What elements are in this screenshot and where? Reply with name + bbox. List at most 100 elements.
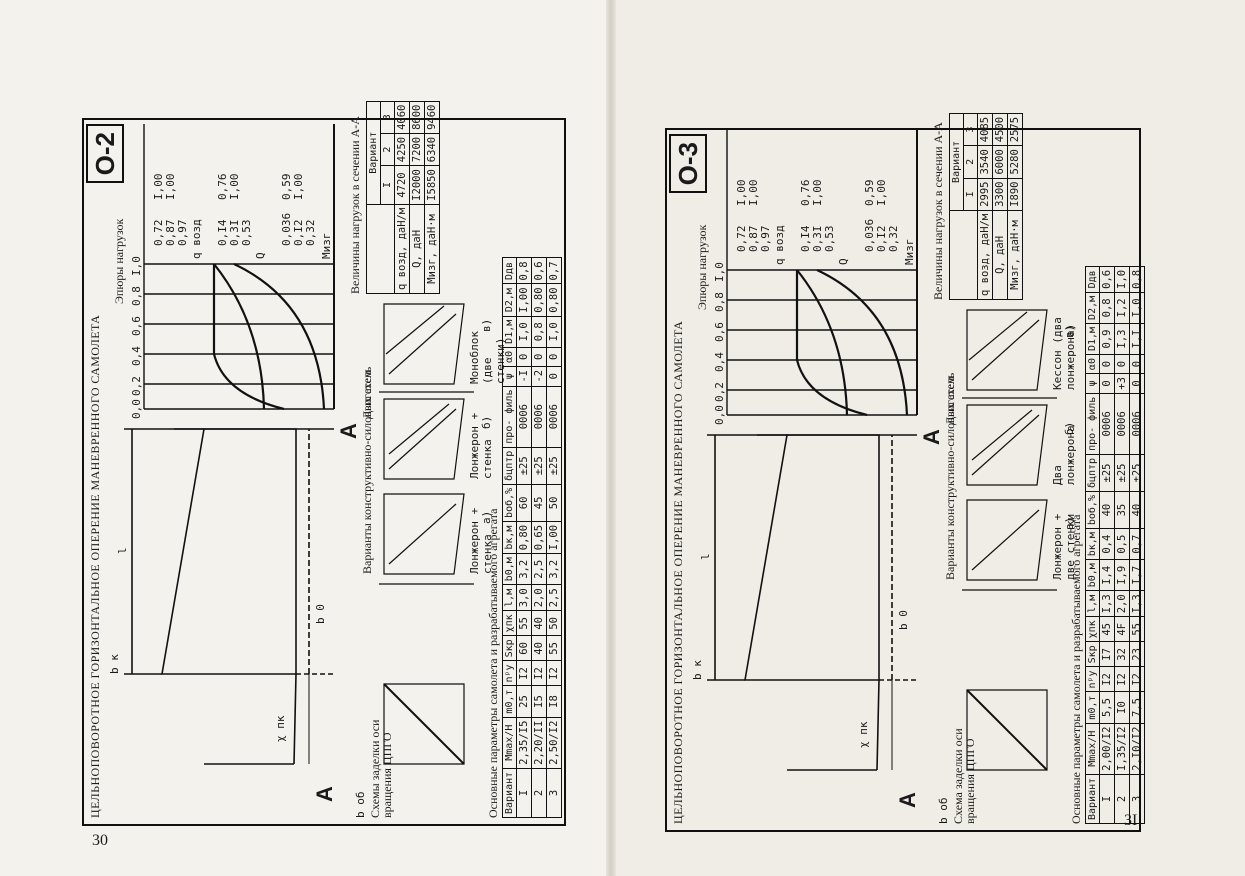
params-cell: -I xyxy=(516,366,532,387)
params-cell: I7 xyxy=(1099,641,1115,667)
label-b0: b 0 xyxy=(314,604,327,624)
load-table-title: Величины нагрузок в сечении А-А xyxy=(931,122,945,300)
params-cell: I,4 xyxy=(1099,559,1115,591)
load-row-name: Mизг, даН·м xyxy=(1007,210,1023,300)
params-cell: 50 xyxy=(546,484,562,522)
load-cell: 2995 xyxy=(977,178,993,211)
params-cell: -2 xyxy=(531,366,547,387)
label-Mizg: Mизг xyxy=(903,238,916,266)
params-cell: ±25 xyxy=(1114,454,1130,492)
params-cell: 2,0 xyxy=(1114,590,1130,617)
load-table-variant-header: Вариант xyxy=(949,113,964,211)
params-cell: 40 xyxy=(531,610,547,636)
params-cell: 0006 xyxy=(1129,393,1145,455)
variant-c-label: в) xyxy=(1063,324,1076,338)
load-row-name: Q, даН xyxy=(409,204,425,294)
params-col-header: ψ xyxy=(502,366,517,387)
label-epure: Эпюры нагрузок xyxy=(112,218,126,304)
q-value: I,00 xyxy=(747,179,760,207)
params-cell: 0006 xyxy=(516,386,532,448)
curve-M xyxy=(816,269,909,416)
label-span: l xyxy=(699,553,712,560)
params-col-header: bк,м xyxy=(502,521,517,554)
params-cell: 0006 xyxy=(1114,393,1130,455)
station-label: 0,8 xyxy=(713,292,726,312)
params-cell: I,9 xyxy=(1114,559,1130,591)
schema-sketch xyxy=(383,683,465,765)
params-cell: 32 xyxy=(1114,641,1130,667)
M-value: 0,32 xyxy=(304,219,317,247)
load-table-col: I xyxy=(963,178,978,211)
load-table-col: 3 xyxy=(380,101,395,134)
variant-b-sketch xyxy=(383,398,465,480)
params-cell: 0006 xyxy=(546,386,562,448)
params-cell: I,0 xyxy=(516,316,532,348)
load-table-col: 3 xyxy=(963,113,978,146)
params-cell: 0,80 xyxy=(531,283,547,317)
params-cell: 0,9 xyxy=(1099,323,1115,355)
params-cell: 2,50/I2 xyxy=(546,717,562,769)
load-table-col: 2 xyxy=(380,133,395,166)
params-col-header: D1,м xyxy=(1085,323,1100,355)
load-row-name: q возд, даН/м xyxy=(977,210,993,300)
params-cell: 40 xyxy=(531,635,547,661)
params-cell: 0,8 xyxy=(1099,292,1115,324)
params-col-header: D2,м xyxy=(502,283,517,317)
variant-b-text: Два лонжерона xyxy=(1051,425,1077,485)
params-cell: I xyxy=(1099,774,1115,824)
params-col-header: α0 xyxy=(502,347,517,367)
params-cell: 3 xyxy=(1129,774,1145,824)
params-cell: 0,6 xyxy=(1099,266,1115,293)
params-col-header: bк,м xyxy=(1085,528,1100,560)
params-cell: I,35/I2 xyxy=(1114,723,1130,775)
variants-caption: Варианты конструктивно-силовых схем xyxy=(943,376,957,580)
params-cell: +3 xyxy=(1114,373,1130,394)
params-cell: I0 xyxy=(1114,691,1130,724)
load-cell: 4060 xyxy=(394,101,410,134)
section-label-A-right: A xyxy=(919,429,944,445)
params-cell: 3,2 xyxy=(516,553,532,585)
load-row-name: q возд, даН/м xyxy=(394,204,410,294)
params-col-header: D2,м xyxy=(1085,292,1100,324)
table-row: q возд, даН/м 2995 3540 4085 xyxy=(977,113,993,300)
params-col-header: δцптр xyxy=(1085,454,1100,492)
variant-a-sketch xyxy=(966,499,1048,581)
load-cell: 4250 xyxy=(394,133,410,166)
Q-value: 0,53 xyxy=(240,219,253,247)
params-cell: 0 xyxy=(1099,373,1115,394)
params-cell: 4F xyxy=(1114,616,1130,642)
params-cell: 3,0 xyxy=(516,584,532,611)
table-row: Q, даН I2000 7200 8600 xyxy=(409,101,425,294)
params-cell: 0,8 xyxy=(516,257,532,284)
section-label-A-left: A xyxy=(895,792,920,808)
load-cell: I890 xyxy=(1007,178,1023,211)
params-cell: 60 xyxy=(516,484,532,522)
params-cell: 0 xyxy=(516,347,532,367)
station-label: 0,0 xyxy=(713,405,726,425)
load-cell: I5850 xyxy=(424,165,440,205)
params-col-header: χпк xyxy=(502,610,517,636)
params-col-header: Mmax/H xyxy=(502,717,517,769)
label-Mizg: Mизг xyxy=(320,232,333,260)
station-label: 0,4 xyxy=(130,346,143,366)
table-row: q возд, даН/м 4720 4250 4060 xyxy=(394,101,410,294)
params-cell: 0,4 xyxy=(1099,528,1115,560)
load-table-corner xyxy=(366,204,395,294)
params-cell: I2 xyxy=(1114,666,1130,692)
params-cell: I,I xyxy=(1129,323,1145,355)
variant-a-sketch xyxy=(383,493,465,575)
params-cell: 0006 xyxy=(1099,393,1115,455)
q-value: 0,97 xyxy=(759,225,772,253)
load-cell: 6000 xyxy=(992,145,1008,179)
station-label: 0,4 xyxy=(713,352,726,372)
load-cell: 5280 xyxy=(1007,145,1023,179)
section-label-A-left: A xyxy=(312,786,337,802)
params-cell: 50 xyxy=(546,610,562,636)
params-col-header: Dдв xyxy=(1085,266,1100,293)
params-cell: I2 xyxy=(546,660,562,686)
params-cell: 2,35/I5 xyxy=(516,717,532,769)
params-cell: I,0 xyxy=(546,316,562,348)
q-value: 0,97 xyxy=(176,219,189,247)
